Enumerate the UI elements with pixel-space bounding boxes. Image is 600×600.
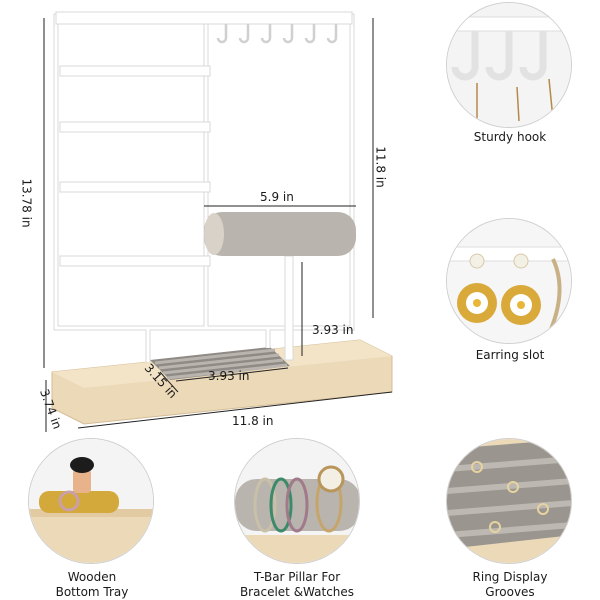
feature-caption-hook: Sturdy hook xyxy=(473,130,547,144)
pillar-height-label: 3.93 in xyxy=(312,323,354,337)
height-total-label: 13.78 in xyxy=(19,178,34,228)
ring-grooves-closeup-icon xyxy=(446,438,572,564)
groove-width-label: 3.93 in xyxy=(208,369,250,383)
tray-closeup-icon xyxy=(28,438,154,564)
bar-width-label: 5.9 in xyxy=(260,190,294,204)
feature-caption-earring: Earring slot xyxy=(475,348,545,362)
feature-caption-ring: Ring Display Grooves xyxy=(472,570,548,599)
feature-caption-tbar: T-Bar Pillar For Bracelet &Watches xyxy=(239,570,355,599)
earring-closeup-icon xyxy=(446,218,572,344)
hook-closeup-icon xyxy=(446,2,572,128)
tbar-closeup-icon xyxy=(234,438,360,564)
base-width-label: 11.8 in xyxy=(232,414,274,428)
height-frame-label: 11.8 in xyxy=(373,146,388,188)
feature-caption-tray: Wooden Bottom Tray xyxy=(55,570,129,599)
